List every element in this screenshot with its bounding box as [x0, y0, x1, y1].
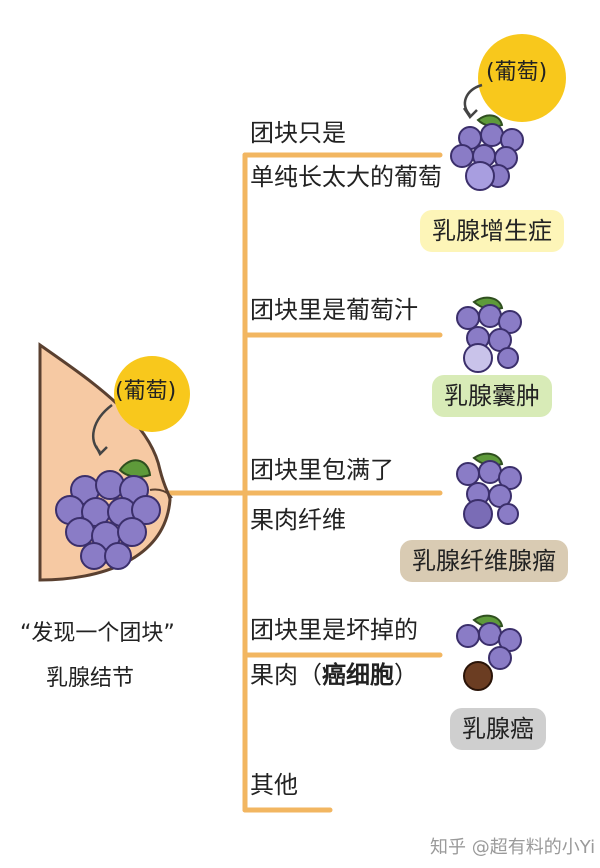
branch-3-line-2: 果肉纤维 [250, 506, 346, 534]
sun-circle [114, 356, 190, 432]
grape-icon-2 [456, 296, 522, 373]
branch-4-line-2: 果肉（癌细胞） [250, 660, 418, 690]
badge-fibroadenoma: 乳腺纤维腺瘤 [400, 540, 568, 582]
badge-breast-cyst: 乳腺囊肿 [432, 375, 552, 417]
arrow-icon-2 [463, 83, 483, 116]
grape-cluster-icon [55, 459, 173, 570]
branch-3-line-1: 团块里包满了 [250, 456, 394, 484]
caption-line-2: 乳腺结节 [46, 666, 135, 691]
caption-line-1: “发现一个团块” [20, 621, 175, 646]
badge-breast-hyperplasia: 乳腺增生症 [420, 210, 564, 252]
branch-4-line-2-end: ） [394, 661, 418, 689]
grape-label-1: (葡萄) [486, 60, 548, 85]
badge-breast-cancer: 乳腺癌 [450, 708, 546, 750]
branch-4-line-1: 团块里是坏掉的 [250, 616, 418, 644]
cancer-cells-label: 癌细胞 [322, 661, 394, 689]
branch-1-line-1: 团块只是 [250, 119, 346, 147]
trunk-grape-label: (葡萄) [115, 379, 177, 404]
grape-icon-3 [456, 452, 522, 529]
branch-1-line-2: 单纯长太大的葡萄 [250, 163, 442, 191]
grape-icon-1 [450, 34, 566, 191]
tree-lines [162, 152, 443, 813]
watermark: 知乎 @超有料的小Yi [430, 837, 596, 858]
branch-4-line-2-start: 果肉（ [250, 661, 322, 689]
grape-icon-4 [456, 614, 522, 691]
breast-illustration [38, 342, 190, 582]
branch-2-line-1: 团块里是葡萄汁 [250, 296, 418, 324]
sun-circle-2 [478, 34, 566, 122]
branch-5-line-1: 其他 [250, 771, 298, 799]
